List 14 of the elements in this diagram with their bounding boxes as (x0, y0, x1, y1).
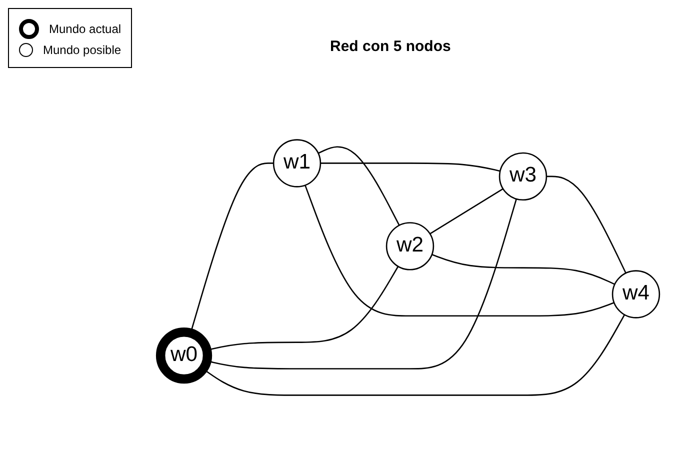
legend-label: Mundo actual (49, 22, 122, 36)
node-circle: w3 (498, 152, 548, 201)
legend-label: Mundo posible (43, 43, 122, 57)
connector (318, 146, 400, 226)
connector (430, 188, 504, 234)
node-circle: w1 (272, 139, 322, 188)
node-circle: w2 (386, 222, 434, 270)
diagram-title: Red con 5 nodos (330, 38, 451, 55)
node-circle: w0 (156, 327, 212, 384)
node-circle: w4 (612, 270, 660, 318)
connector (304, 184, 614, 317)
connector (546, 176, 626, 274)
connector (320, 162, 500, 172)
connector (432, 254, 616, 285)
